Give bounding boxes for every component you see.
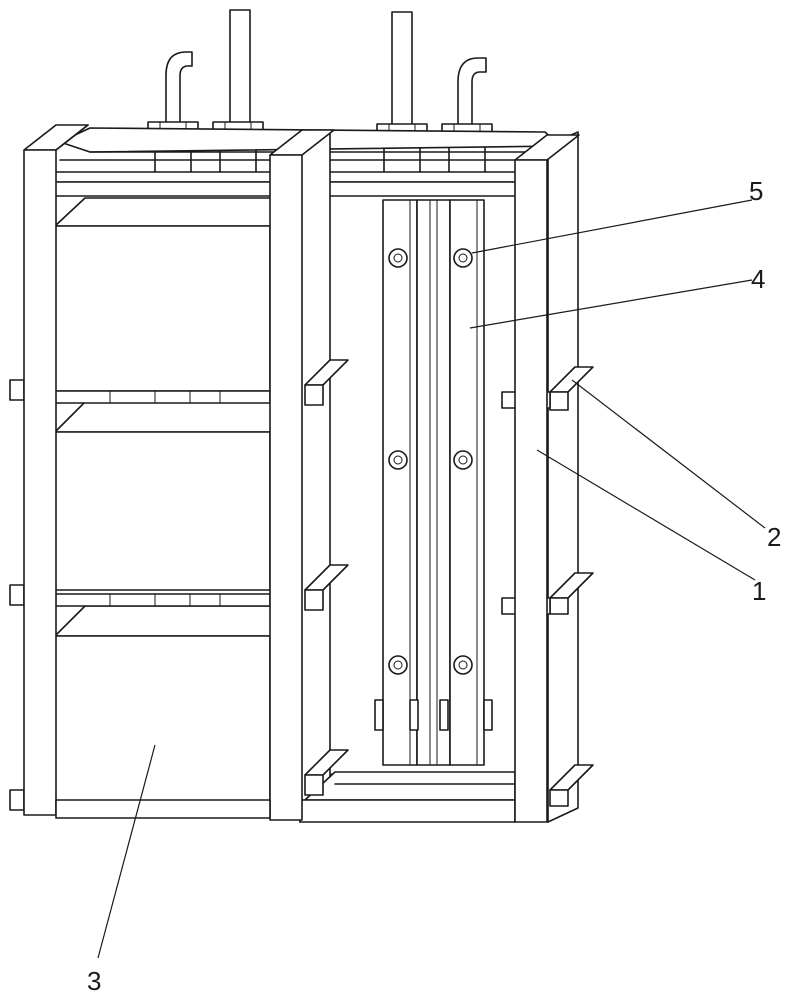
leader-lines (97, 199, 766, 959)
storage-boxes (54, 197, 281, 802)
label-bolt: 5 (749, 176, 763, 206)
bolt (388, 655, 408, 675)
bolt (388, 450, 408, 470)
back-posts (299, 131, 579, 823)
rail-plates (374, 199, 493, 766)
bolt (453, 248, 473, 268)
label-frame: 1 (752, 576, 766, 606)
label-rail-plate: 4 (751, 264, 765, 294)
label-storage-box: 3 (87, 966, 101, 996)
bolt (388, 248, 408, 268)
bolt (453, 655, 473, 675)
front-posts (23, 124, 580, 823)
label-cross-bracket: 2 (767, 522, 781, 552)
bolt (453, 450, 473, 470)
